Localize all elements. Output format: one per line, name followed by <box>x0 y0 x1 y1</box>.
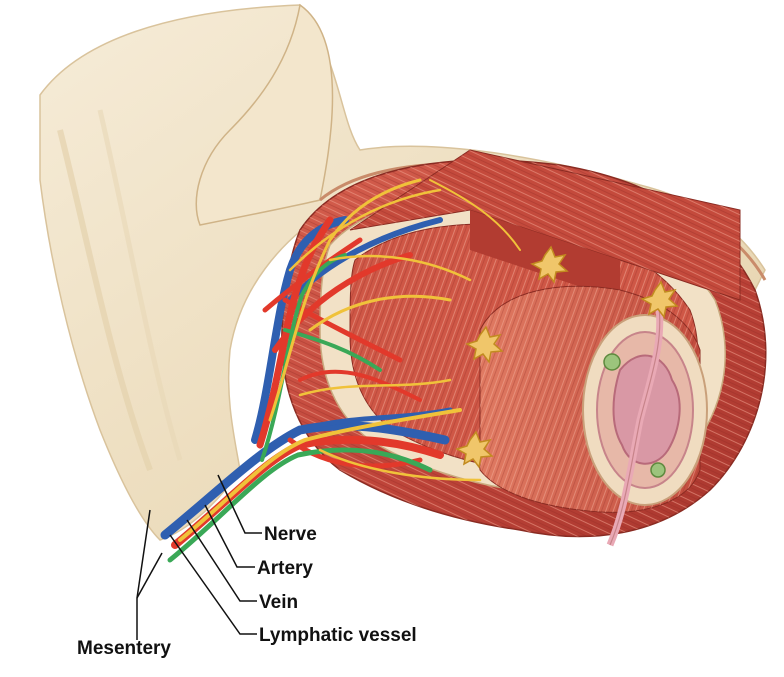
mesentery-label: Mesentery <box>77 638 171 659</box>
lymphatic-vessel-label: Lymphatic vessel <box>259 625 417 646</box>
leader-lines <box>136 474 262 640</box>
vein-label: Vein <box>259 592 298 613</box>
inner-cylinder <box>479 285 708 547</box>
ganglia <box>455 245 679 478</box>
nerve-label: Nerve <box>264 524 317 545</box>
nerve-fibers <box>178 178 521 542</box>
artery-label: Artery <box>257 558 313 579</box>
